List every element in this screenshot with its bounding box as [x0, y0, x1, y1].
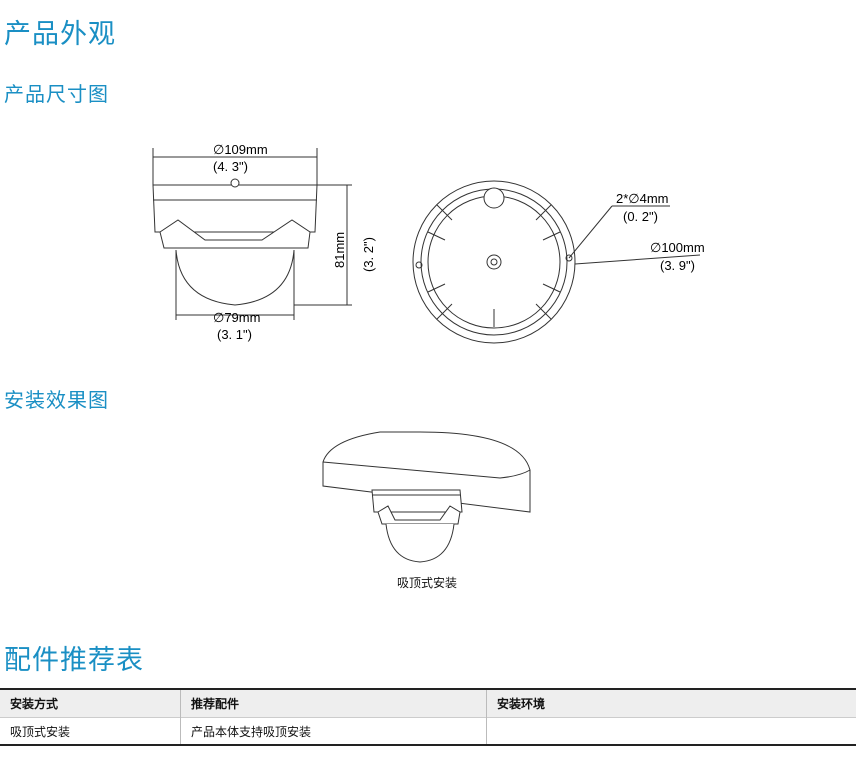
table-cell: 吸顶式安装: [0, 717, 181, 746]
dome-diameter-label: ∅79mm: [213, 310, 260, 325]
base-diameter-inch-label: (3. 9"): [660, 258, 695, 273]
table-header: 推荐配件: [180, 688, 487, 718]
table-row: 吸顶式安装 产品本体支持吸顶安装: [0, 717, 856, 746]
install-caption: 吸顶式安装: [396, 576, 457, 590]
hole-inch-label: (0. 2"): [623, 209, 658, 224]
base-view-drawing: [412, 180, 701, 344]
side-view-drawing: [152, 148, 352, 320]
accessories-table: 安装方式 推荐配件 安装环境 吸顶式安装 产品本体支持吸顶安装: [0, 688, 856, 746]
table-header-row: 安装方式 推荐配件 安装环境: [0, 688, 856, 718]
diameter-label: ∅109mm: [213, 142, 268, 157]
section-title-accessories: 配件推荐表: [4, 645, 144, 676]
section-title-installation: 安装效果图: [4, 388, 109, 412]
table-header: 安装方式: [0, 688, 181, 718]
diameter-inch-label: (4. 3"): [213, 159, 248, 174]
table-cell: [486, 717, 856, 746]
height-label: 81mm: [332, 232, 347, 268]
table-cell: 产品本体支持吸顶安装: [180, 717, 487, 746]
hole-label: 2*∅4mm: [616, 191, 669, 206]
section-title-dimensions: 产品尺寸图: [4, 82, 109, 106]
section-title-appearance: 产品外观: [4, 19, 116, 50]
height-inch-label: (3. 2"): [361, 237, 376, 272]
dome-diameter-inch-label: (3. 1"): [217, 327, 252, 342]
table-header: 安装环境: [486, 688, 856, 718]
base-diameter-label: ∅100mm: [650, 240, 705, 255]
ceiling-mount-drawing: [322, 431, 531, 563]
